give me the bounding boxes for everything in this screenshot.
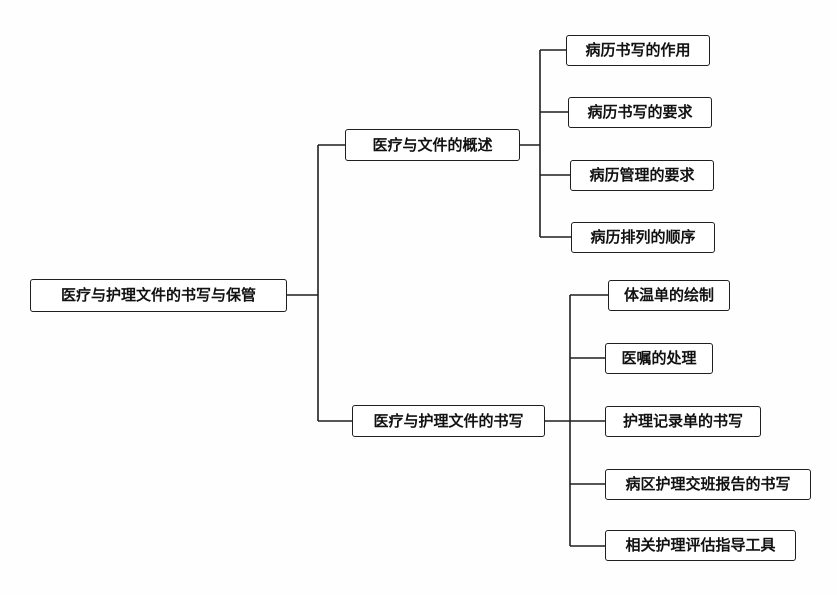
node-leaf-record-writing-role: 病历书写的作用 <box>566 35 710 66</box>
node-branch-writing: 医疗与护理文件的书写 <box>352 405 545 437</box>
node-leaf-record-management-requirements: 病历管理的要求 <box>570 160 714 191</box>
node-leaf-record-writing-requirements: 病历书写的要求 <box>568 97 712 128</box>
node-branch-overview: 医疗与文件的概述 <box>345 129 520 161</box>
node-leaf-shift-report: 病区护理交班报告的书写 <box>605 469 811 500</box>
node-leaf-medical-orders: 医嘱的处理 <box>605 343 713 374</box>
node-leaf-nursing-record-sheet: 护理记录单的书写 <box>605 406 761 437</box>
node-leaf-temperature-sheet: 体温单的绘制 <box>608 280 730 311</box>
node-leaf-record-order: 病历排列的顺序 <box>571 222 715 253</box>
node-root: 医疗与护理文件的书写与保管 <box>30 279 287 312</box>
node-leaf-assessment-tools: 相关护理评估指导工具 <box>605 530 796 561</box>
